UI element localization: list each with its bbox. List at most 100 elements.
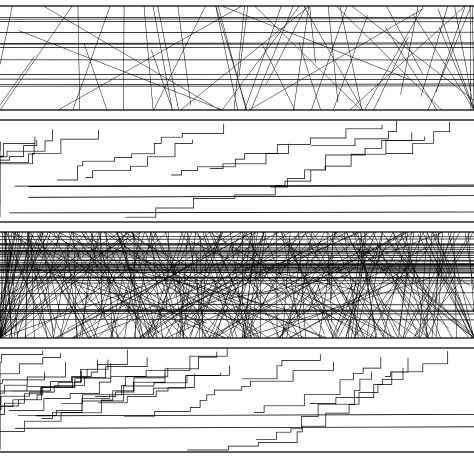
diagonal-trajectory bbox=[420, 231, 452, 339]
diagonal-trajectory bbox=[280, 231, 338, 339]
staircase-trajectory bbox=[0, 362, 66, 394]
diagonal-trajectory bbox=[147, 231, 183, 339]
diagonal-trajectory bbox=[48, 231, 225, 339]
diagonal-trajectory bbox=[398, 231, 412, 339]
diagonal-trajectory bbox=[195, 253, 201, 339]
diagonal-trajectory bbox=[133, 231, 136, 339]
diagonal-trajectory bbox=[177, 231, 224, 339]
staircase-trajectory bbox=[1, 370, 82, 407]
diagonal-trajectory bbox=[298, 231, 313, 317]
diagonal-trajectory bbox=[104, 231, 145, 339]
diagonal-trajectory bbox=[0, 231, 15, 313]
diagonal-trajectory bbox=[66, 241, 79, 339]
diagonal-trajectory bbox=[254, 5, 362, 111]
diagonal-trajectory bbox=[18, 30, 223, 111]
diagonal-trajectory bbox=[288, 270, 414, 339]
diagonal-trajectory bbox=[150, 231, 163, 339]
diagonal-trajectory bbox=[30, 266, 207, 324]
diagonal-trajectory bbox=[196, 275, 349, 306]
diagonal-trajectory bbox=[60, 231, 102, 339]
diagonal-trajectory bbox=[217, 5, 247, 111]
diagonal-trajectory bbox=[143, 265, 191, 339]
staircase-trajectory bbox=[386, 121, 450, 154]
diagonal-trajectory bbox=[308, 231, 366, 339]
diagonal-trajectory bbox=[351, 5, 474, 101]
staircase-trajectory bbox=[0, 359, 98, 435]
diagonal-trajectory bbox=[436, 270, 462, 301]
diagonal-trajectory bbox=[165, 246, 372, 339]
horizontal-trajectory bbox=[0, 247, 474, 249]
staircase-trajectory bbox=[309, 357, 409, 404]
diagonal-trajectory bbox=[386, 5, 424, 75]
diagonal-trajectory bbox=[369, 231, 424, 339]
diagonal-trajectory bbox=[153, 231, 280, 297]
diagonal-trajectory bbox=[249, 231, 267, 339]
diagonal-trajectory bbox=[66, 231, 235, 330]
staircase-trajectory bbox=[171, 124, 383, 176]
horizontal-trajectory bbox=[0, 271, 474, 273]
diagonal-trajectory bbox=[432, 231, 474, 339]
diagonal-trajectory bbox=[311, 5, 348, 111]
diagonal-trajectory bbox=[215, 5, 238, 111]
horizontal-trajectory bbox=[0, 254, 474, 256]
diagonal-trajectory bbox=[327, 5, 339, 103]
staircase-trajectory bbox=[41, 372, 222, 419]
diagonal-trajectory bbox=[288, 238, 325, 335]
diagonal-trajectory bbox=[251, 280, 292, 339]
diagonal-trajectory bbox=[435, 231, 474, 339]
diagonal-trajectory bbox=[373, 36, 409, 111]
diagonal-trajectory bbox=[293, 5, 309, 111]
diagonal-trajectory bbox=[0, 284, 19, 339]
diagonal-trajectory bbox=[339, 5, 363, 111]
diagonal-trajectory bbox=[0, 231, 4, 339]
horizontal-trajectory bbox=[0, 235, 474, 238]
diagonal-trajectory bbox=[16, 231, 51, 339]
diagonal-trajectory bbox=[385, 26, 438, 111]
diagonal-trajectory bbox=[278, 281, 338, 339]
diagonal-trajectory bbox=[403, 231, 422, 339]
diagonal-trajectory bbox=[14, 231, 130, 336]
diagonal-trajectory bbox=[432, 231, 474, 313]
diagonal-trajectory bbox=[0, 276, 36, 313]
staircase-trajectory bbox=[12, 349, 128, 392]
staircase-trajectory bbox=[0, 129, 99, 165]
diagonal-trajectory bbox=[333, 231, 369, 287]
space-time-panel-1 bbox=[0, 5, 474, 111]
diagonal-trajectory bbox=[7, 231, 121, 306]
staircase-trajectory bbox=[210, 143, 289, 169]
diagonal-trajectory bbox=[0, 231, 23, 339]
horizontal-trajectory bbox=[28, 195, 474, 198]
staircase-trajectory bbox=[256, 367, 404, 440]
staircase-trajectory bbox=[270, 132, 413, 188]
diagonal-trajectory bbox=[73, 231, 77, 339]
diagonal-trajectory bbox=[212, 231, 371, 339]
horizontal-trajectory bbox=[0, 83, 474, 86]
staircase-trajectory bbox=[0, 136, 36, 163]
diagonal-trajectory bbox=[360, 231, 377, 339]
diagonal-trajectory bbox=[100, 231, 103, 320]
diagonal-trajectory bbox=[110, 254, 128, 339]
diagonal-trajectory bbox=[204, 231, 247, 339]
staircase-trajectory bbox=[254, 357, 382, 413]
diagonal-trajectory bbox=[0, 55, 35, 106]
diagonal-trajectory bbox=[447, 231, 474, 339]
diagonal-trajectory bbox=[71, 273, 120, 339]
diagonal-trajectory bbox=[351, 231, 366, 339]
diagonal-trajectory bbox=[286, 258, 301, 339]
diagonal-trajectory bbox=[131, 261, 174, 339]
diagonal-trajectory bbox=[98, 231, 118, 339]
diagonal-trajectory bbox=[457, 278, 471, 286]
diagonal-trajectory bbox=[382, 265, 438, 339]
diagonal-trajectory bbox=[233, 5, 245, 111]
diagonal-trajectory bbox=[173, 231, 222, 298]
diagonal-trajectory bbox=[336, 5, 442, 111]
diagonal-trajectory bbox=[121, 231, 144, 339]
diagonal-trajectory bbox=[72, 5, 111, 111]
staircase-trajectory bbox=[242, 354, 321, 380]
diagonal-trajectory bbox=[202, 254, 207, 319]
diagonal-trajectory bbox=[43, 5, 221, 111]
horizontal-trajectory bbox=[0, 270, 474, 272]
diagonal-trajectory bbox=[426, 231, 433, 339]
diagonal-trajectory bbox=[0, 5, 13, 65]
diagonal-trajectory bbox=[38, 231, 60, 328]
